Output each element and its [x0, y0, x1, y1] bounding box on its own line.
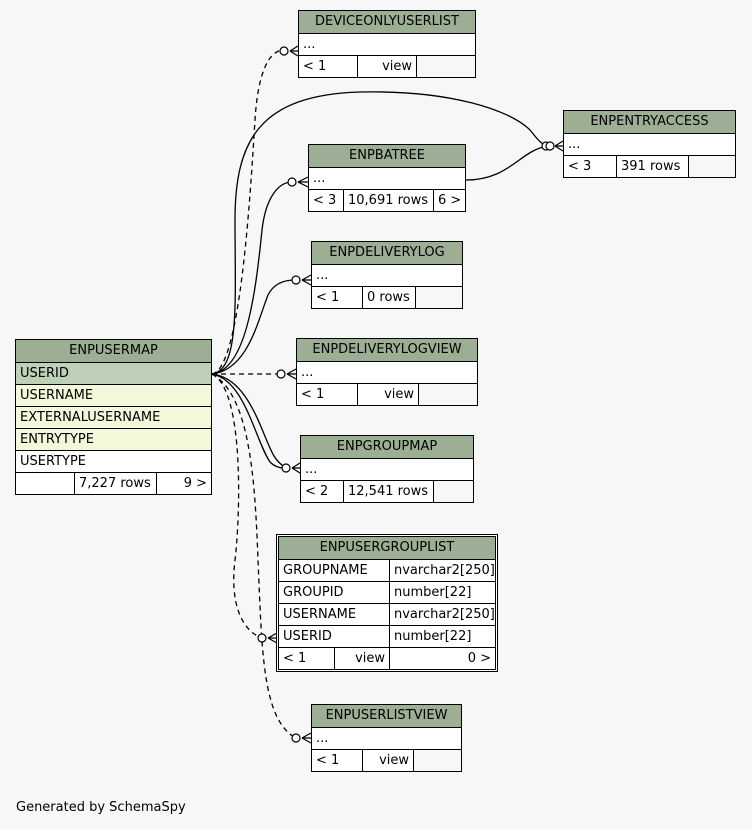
- table-enpusergrouplist[interactable]: ENPUSERGROUPLIST GROUPNAME nvarchar2[250…: [276, 534, 498, 672]
- children-count[interactable]: [418, 384, 477, 405]
- parents-count[interactable]: < 1: [316, 290, 340, 305]
- columns-placeholder: ...: [316, 731, 329, 746]
- column-groupid[interactable]: GROUPID: [283, 585, 344, 600]
- marker-deviceonlyuserlist: [279, 46, 289, 56]
- row-count: view: [357, 56, 416, 77]
- parents-count[interactable]: < 3: [313, 193, 337, 208]
- edge-enpusergrouplist: [211, 373, 263, 639]
- column-username[interactable]: USERNAME: [283, 607, 357, 622]
- table-title: ENPUSERMAP: [16, 340, 211, 363]
- column-groupname-type: nvarchar2[250]: [389, 560, 495, 581]
- marker-enpusergrouplist: [257, 633, 267, 643]
- column-userid[interactable]: USERID: [20, 366, 69, 381]
- table-title: ENPDELIVERYLOGVIEW: [297, 339, 477, 362]
- table-enpuserlistview[interactable]: ENPUSERLISTVIEW ... < 1 view: [311, 704, 462, 772]
- table-enpdeliverylogview[interactable]: ENPDELIVERYLOGVIEW ... < 1 view: [296, 338, 478, 406]
- column-userid-type: number[22]: [389, 626, 495, 647]
- edge-enpentryaccess: [211, 91, 549, 375]
- columns-placeholder: ...: [316, 268, 329, 283]
- row-count: view: [357, 384, 418, 405]
- children-count[interactable]: [433, 481, 473, 502]
- parents-count[interactable]: < 1: [283, 651, 307, 666]
- edge-enpbatree: [211, 181, 293, 375]
- marker-enpgroupmap: [281, 463, 291, 473]
- row-count: 391 rows: [616, 156, 688, 177]
- column-externalusername[interactable]: EXTERNALUSERNAME: [20, 410, 161, 425]
- parents-count[interactable]: < 2: [305, 484, 329, 499]
- parents-count[interactable]: [16, 473, 74, 494]
- column-userid[interactable]: USERID: [283, 629, 332, 644]
- table-enpgroupmap[interactable]: ENPGROUPMAP ... < 2 12,541 rows: [300, 435, 474, 503]
- children-count[interactable]: 0 >: [389, 648, 495, 669]
- marker-enpdeliverylog: [291, 275, 301, 285]
- table-title: ENPBATREE: [309, 145, 465, 168]
- table-title: ENPUSERGROUPLIST: [279, 537, 495, 560]
- row-count: 7,227 rows: [74, 473, 156, 494]
- column-groupname[interactable]: GROUPNAME: [283, 563, 368, 578]
- marker-enpbatree: [287, 177, 297, 187]
- children-count[interactable]: [415, 287, 462, 308]
- columns-placeholder: ...: [301, 365, 314, 380]
- edge-enpgroupmap-b: [211, 373, 287, 469]
- table-title: ENPENTRYACCESS: [564, 111, 735, 134]
- table-enpentryaccess[interactable]: ENPENTRYACCESS ... < 3 391 rows: [563, 110, 736, 178]
- parents-count[interactable]: < 1: [303, 59, 327, 74]
- children-count[interactable]: [416, 56, 475, 77]
- table-enpbatree[interactable]: ENPBATREE ... < 3 10,691 rows 6 >: [308, 144, 466, 212]
- table-enpdeliverylog[interactable]: ENPDELIVERYLOG ... < 1 0 rows: [311, 241, 463, 309]
- table-title: ENPUSERLISTVIEW: [312, 705, 461, 728]
- parents-count[interactable]: < 1: [301, 387, 325, 402]
- children-count[interactable]: [413, 750, 461, 771]
- edge-enpdeliverylog: [211, 279, 296, 375]
- columns-placeholder: ...: [303, 37, 316, 52]
- row-count: 0 rows: [362, 287, 415, 308]
- parents-count[interactable]: < 3: [568, 159, 592, 174]
- column-groupid-type: number[22]: [389, 582, 495, 603]
- row-count: view: [362, 750, 413, 771]
- column-username-type: nvarchar2[250]: [389, 604, 495, 625]
- marker-enpentryaccess-a: [541, 141, 551, 151]
- marker-enpdeliverylogview: [276, 369, 286, 379]
- columns-placeholder: ...: [568, 137, 581, 152]
- column-entrytype[interactable]: ENTRYTYPE: [20, 432, 94, 447]
- row-count: 10,691 rows: [343, 190, 433, 211]
- children-count[interactable]: [688, 156, 735, 177]
- table-title: ENPGROUPMAP: [301, 436, 473, 459]
- marker-enpuserlistview: [291, 733, 301, 743]
- edge-enpgroupmap-a: [211, 373, 287, 469]
- generator-credit: Generated by SchemaSpy: [16, 800, 186, 815]
- edge-enpbatree-enpentryaccess: [465, 145, 549, 181]
- columns-placeholder: ...: [305, 462, 318, 477]
- table-title: ENPDELIVERYLOG: [312, 242, 462, 265]
- table-title: DEVICEONLYUSERLIST: [299, 11, 475, 34]
- children-count[interactable]: 9 >: [156, 473, 211, 494]
- row-count: 12,541 rows: [343, 481, 433, 502]
- children-count[interactable]: 6 >: [433, 190, 465, 211]
- table-enpusermap[interactable]: ENPUSERMAP USERID USERNAME EXTERNALUSERN…: [15, 339, 212, 495]
- marker-enpentryaccess-b: [545, 141, 555, 151]
- edge-deviceonlyuserlist: [211, 49, 285, 375]
- column-usertype[interactable]: USERTYPE: [20, 454, 87, 469]
- column-username[interactable]: USERNAME: [20, 388, 94, 403]
- columns-placeholder: ...: [313, 171, 326, 186]
- parents-count[interactable]: < 1: [316, 753, 340, 768]
- row-count: view: [334, 648, 389, 669]
- table-deviceonlyuserlist[interactable]: DEVICEONLYUSERLIST ... < 1 view: [298, 10, 476, 78]
